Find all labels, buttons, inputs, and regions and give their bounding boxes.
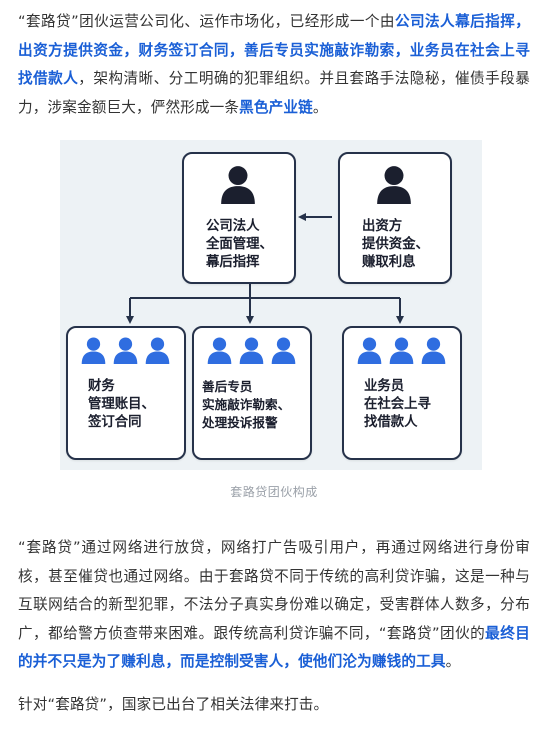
person-icon bbox=[145, 337, 170, 364]
person-icon bbox=[239, 337, 264, 364]
aftercare-icons bbox=[206, 336, 297, 364]
person-icon bbox=[81, 337, 106, 364]
aftercare-label: 善后专员 实施敲诈勒索、 处理投诉报警 bbox=[202, 379, 291, 430]
finance-icons bbox=[80, 336, 171, 364]
intro-text-1: “套路贷”团伙运营公司化、运作市场化，已经形成一个由 bbox=[18, 13, 395, 30]
person-icon bbox=[377, 166, 411, 204]
connector-lines bbox=[126, 213, 404, 324]
investor-icons bbox=[375, 164, 413, 204]
body-paragraph: “套路贷”通过网络进行放贷，网络打广告吸引用户，再通过网络进行身份审核，甚至催贷… bbox=[18, 534, 530, 677]
intro-text-3: 。 bbox=[312, 98, 328, 116]
person-icon bbox=[221, 166, 255, 204]
person-icon bbox=[207, 337, 232, 364]
legal-person-icons bbox=[219, 164, 257, 204]
body-highlight-goal: 最终目的并不只是为了赚利息，而是控制受害人，使他们沦为赚钱的工具 bbox=[18, 624, 530, 671]
legal-person-label: 公司法人 全面管理、 幕后指挥 bbox=[206, 219, 273, 270]
salesman-icons bbox=[356, 336, 447, 364]
gang-structure-diagram: 公司法人 全面管理、 幕后指挥 出资方 提供资金、 赚取利息 财务 管理账目、 … bbox=[60, 140, 482, 470]
investor-box: 出资方 提供资金、 赚取利息 bbox=[338, 152, 452, 284]
aftercare-box: 善后专员 实施敲诈勒索、 处理投诉报警 bbox=[192, 326, 312, 460]
finance-label: 财务 管理账目、 签订合同 bbox=[88, 379, 155, 430]
body-text-1: “套路贷”通过网络进行放贷，网络打广告吸引用户，再通过网络进行身份审核，甚至催贷… bbox=[18, 539, 530, 642]
person-icon bbox=[271, 337, 296, 364]
intro-highlight-chain: 黑色产业链 bbox=[239, 98, 313, 116]
salesman-box: 业务员 在社会上寻 找借款人 bbox=[342, 326, 462, 460]
salesman-label: 业务员 在社会上寻 找借款人 bbox=[364, 379, 431, 430]
legal-person-box: 公司法人 全面管理、 幕后指挥 bbox=[182, 152, 296, 284]
investor-label: 出资方 提供资金、 赚取利息 bbox=[362, 219, 429, 270]
person-icon bbox=[421, 337, 446, 364]
body-text-2: 。 bbox=[445, 653, 461, 670]
finance-box: 财务 管理账目、 签订合同 bbox=[66, 326, 186, 460]
person-icon bbox=[113, 337, 138, 364]
intro-text-2: ，架构清晰、分工明确的犯罪组织。并且套路手法隐秘，催债手段暴力，涉案金额巨大，俨… bbox=[18, 70, 530, 116]
person-icon bbox=[389, 337, 414, 364]
closing-paragraph: 针对“套路贷”，国家已出台了相关法律来打击。 bbox=[18, 696, 329, 713]
intro-paragraph: “套路贷”团伙运营公司化、运作市场化，已经形成一个由公司法人幕后指挥，出资方提供… bbox=[18, 8, 530, 122]
intro-highlight-structure: 公司法人幕后指挥，出资方提供资金，财务签订合同，善后专员实施敲诈勒索，业务员在社… bbox=[18, 13, 530, 87]
person-icon bbox=[357, 337, 382, 364]
diagram-caption: 套路贷团伙构成 bbox=[230, 485, 318, 499]
